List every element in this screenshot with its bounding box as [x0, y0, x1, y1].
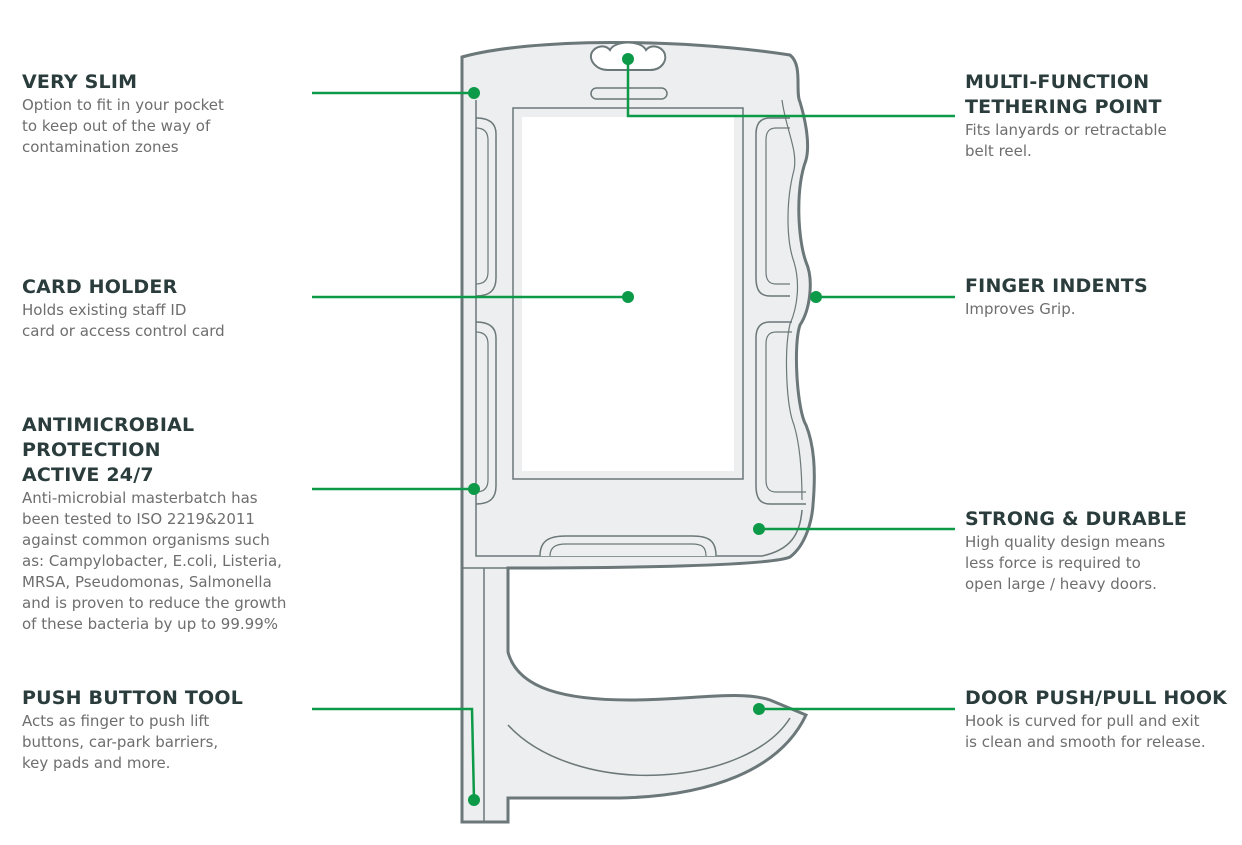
callout-finger-indents: FINGER INDENTS Improves Grip.	[965, 274, 1235, 320]
callout-desc-line: Anti-microbial masterbatch has	[22, 489, 258, 507]
callout-desc-line: open large / heavy doors.	[965, 575, 1157, 593]
callout-desc-line: MRSA, Pseudomonas, Salmonella	[22, 573, 272, 591]
callout-desc-line: less force is required to	[965, 554, 1141, 572]
callout-desc-line: buttons, car-park barriers,	[22, 733, 219, 751]
left-rib-upper	[475, 117, 497, 297]
tethering-line	[626, 59, 955, 118]
callout-lines	[312, 59, 955, 801]
callout-title: PUSH BUTTON TOOL	[22, 687, 244, 709]
callout-dots	[468, 53, 822, 806]
device-inner-outline	[475, 100, 803, 557]
callout-title: CARD HOLDER	[22, 276, 178, 298]
callout-title-line: TETHERING POINT	[965, 96, 1162, 118]
right-rib-lower	[755, 321, 806, 505]
callout-desc-line: belt reel.	[965, 142, 1032, 160]
callout-very-slim: VERY SLIM Option to fit in your pocket t…	[22, 70, 322, 158]
callout-desc-line: contamination zones	[22, 138, 179, 156]
door-hook-dot	[753, 703, 765, 715]
callout-desc-line: card or access control card	[22, 322, 225, 340]
callout-title: STRONG & DURABLE	[965, 508, 1188, 530]
callout-card-holder: CARD HOLDER Holds existing staff ID card…	[22, 275, 322, 342]
very-slim-dot	[468, 87, 480, 99]
callout-door-hook: DOOR PUSH/PULL HOOK Hook is curved for p…	[965, 686, 1235, 753]
left-rib-lower-inner	[475, 331, 489, 493]
callout-title-line: MULTI-FUNCTION	[965, 71, 1150, 93]
push-tool-strip	[462, 567, 508, 822]
bottom-slot-inner	[549, 543, 707, 557]
left-rib-upper-inner	[475, 127, 489, 285]
callout-strong-durable: STRONG & DURABLE High quality design mea…	[965, 507, 1235, 595]
strong-durable-dot	[753, 523, 765, 535]
callout-desc-line: been tested to ISO 2219&2011	[22, 510, 255, 528]
callout-desc-line: of these bacteria by up to 99.99%	[22, 615, 279, 633]
callout-push-button: PUSH BUTTON TOOL Acts as finger to push …	[22, 686, 322, 774]
callout-desc-line: to keep out of the way of	[22, 117, 211, 135]
right-rib-upper-inner	[765, 127, 790, 285]
left-rib-lower	[475, 321, 497, 505]
callout-title-line: ANTIMICROBIAL	[22, 414, 195, 436]
callout-desc-line: Hook is curved for pull and exit	[965, 712, 1200, 730]
callout-desc-line: key pads and more.	[22, 754, 171, 772]
push-button-line	[312, 707, 476, 801]
callout-desc-line: Acts as finger to push lift	[22, 712, 210, 730]
finger-indents-dot	[810, 291, 822, 303]
grip-edge-inner	[781, 99, 803, 501]
callout-desc-line: as: Campylobacter, E.coli, Listeria,	[22, 552, 282, 570]
callout-desc-line: against common organisms such	[22, 531, 270, 549]
callout-title: FINGER INDENTS	[965, 275, 1148, 297]
antimicrobial-dot	[468, 483, 480, 495]
hook-inner-line	[507, 717, 791, 777]
tethering-dot	[622, 53, 634, 65]
callout-desc-line: Improves Grip.	[965, 300, 1076, 318]
push-button-dot	[468, 794, 480, 806]
right-rib-lower-inner	[765, 331, 806, 493]
callout-title: VERY SLIM	[22, 71, 138, 93]
card-holder-dot	[622, 291, 634, 303]
callout-title: DOOR PUSH/PULL HOOK	[965, 687, 1228, 709]
callout-title-line: ACTIVE 24/7	[22, 464, 154, 486]
callout-desc-line: Holds existing staff ID	[22, 301, 187, 319]
callout-desc-line: Option to fit in your pocket	[22, 96, 224, 114]
callout-desc-line: High quality design means	[965, 533, 1166, 551]
callout-title-line: PROTECTION	[22, 439, 161, 461]
callout-desc-line: is clean and smooth for release.	[965, 733, 1206, 751]
callout-antimicrobial: ANTIMICROBIAL PROTECTION ACTIVE 24/7 Ant…	[22, 413, 322, 635]
right-rib-upper	[755, 117, 790, 297]
callout-desc-line: Fits lanyards or retractable	[965, 121, 1167, 139]
callout-tethering: MULTI-FUNCTION TETHERING POINT Fits lany…	[965, 70, 1235, 162]
callout-desc-line: and is proven to reduce the growth	[22, 594, 287, 612]
bottom-slot	[539, 535, 717, 557]
